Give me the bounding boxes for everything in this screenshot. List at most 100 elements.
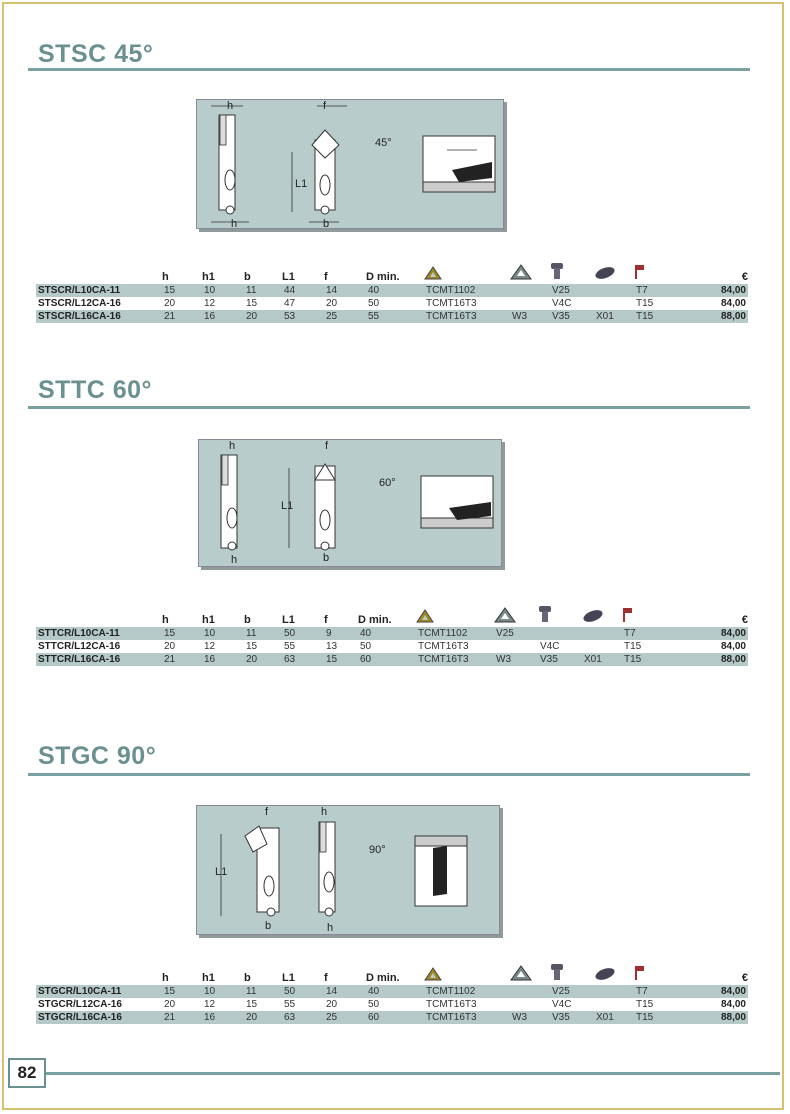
- tool-diagram-stsc: 45° h h f b L1: [196, 99, 504, 230]
- table-cell: STGCR/L10CA-11: [36, 985, 162, 998]
- table-cell: 63: [282, 1011, 324, 1024]
- table-cell: TCMT16T3: [424, 1011, 510, 1024]
- table-cell: TCMT16T3: [426, 298, 477, 309]
- table-cell: STGCR/L12CA-16: [38, 999, 122, 1010]
- table-cell: STSCR/L16CA-16: [36, 310, 162, 323]
- table-cell: T15: [634, 1011, 674, 1024]
- table-cell: W3: [494, 653, 538, 666]
- table-cell: STTCR/L10CA-11: [36, 627, 162, 640]
- table-cell: 88,00: [674, 310, 748, 323]
- table-cell: 12: [204, 298, 216, 309]
- table-cell: 20: [244, 653, 282, 666]
- header-l1: L1: [282, 271, 295, 283]
- shim-screw-icon: [582, 609, 604, 626]
- table-cell: TCMT1102: [424, 985, 510, 998]
- dim-label-h: h: [327, 922, 334, 934]
- table-cell: 14: [324, 284, 366, 297]
- table-cell: 13: [326, 641, 338, 652]
- table-cell: 11: [244, 985, 282, 998]
- dim-label-h: h: [227, 100, 234, 112]
- key-flag-icon: [634, 965, 646, 984]
- screw-icon: [538, 605, 552, 626]
- table-cell: 44: [282, 284, 324, 297]
- dim-label-l1: L1: [215, 866, 228, 878]
- header-l1: L1: [282, 972, 295, 984]
- table-cell: T15: [636, 298, 654, 309]
- table-cell: 84,00: [674, 284, 748, 297]
- header-b: b: [244, 972, 251, 984]
- header-currency: €: [741, 271, 748, 283]
- table-cell: 10: [202, 985, 244, 998]
- header-dmin: D min.: [366, 271, 400, 283]
- section-title-stgc: STGC 90°: [38, 742, 157, 770]
- table-cell: [582, 627, 622, 640]
- table-cell: STSCR/L10CA-11: [36, 284, 162, 297]
- table-cell: STTCR/L16CA-16: [36, 653, 162, 666]
- table-header-row: h h1 b L1 f D min. €: [36, 963, 748, 985]
- section-rule: [28, 773, 750, 776]
- table-cell: V25: [494, 627, 538, 640]
- table-cell: TCMT16T3: [426, 999, 477, 1010]
- header-dmin: D min.: [358, 614, 392, 626]
- table-cell: 12: [204, 641, 216, 652]
- table-cell: W3: [510, 310, 550, 323]
- header-b: b: [244, 271, 251, 283]
- table-cell: [594, 985, 634, 998]
- table-cell: V4C: [552, 298, 572, 309]
- section-title-sttc: STTC 60°: [38, 376, 153, 404]
- table-cell: 50: [282, 627, 324, 640]
- table-cell: [582, 640, 622, 653]
- table-cell: 21: [162, 653, 202, 666]
- screw-icon: [550, 963, 564, 984]
- table-cell: 20: [164, 641, 176, 652]
- table-cell: 50: [368, 999, 380, 1010]
- header-h: h: [162, 271, 169, 283]
- table-cell: V4C: [540, 641, 560, 652]
- table-cell: X01: [594, 1011, 634, 1024]
- table-cell: STGCR/L16CA-16: [36, 1011, 162, 1024]
- table-cell: 20: [244, 1011, 282, 1024]
- table-cell: [510, 998, 550, 1011]
- table-cell: TCMT16T3: [418, 641, 469, 652]
- table-cell: V35: [550, 1011, 594, 1024]
- table-cell: [510, 985, 550, 998]
- insert-triangle-silver-icon: [510, 965, 532, 984]
- table-cell: T7: [622, 627, 662, 640]
- table-cell: 84,00: [720, 298, 746, 309]
- table-cell: 40: [358, 627, 416, 640]
- table-cell: 11: [244, 627, 282, 640]
- table-cell: W3: [510, 1011, 550, 1024]
- section-rule: [28, 68, 750, 71]
- table-cell: T15: [636, 999, 654, 1010]
- table-cell: 84,00: [720, 999, 746, 1010]
- table-cell: 20: [164, 999, 176, 1010]
- table-cell: 12: [204, 999, 216, 1010]
- angle-label: 60°: [379, 477, 396, 489]
- table-cell: 60: [358, 653, 416, 666]
- table-cell: 40: [366, 985, 424, 998]
- table-cell: 55: [366, 310, 424, 323]
- table-cell: V4C: [552, 999, 572, 1010]
- header-b: b: [244, 614, 251, 626]
- tool-diagram-stgc: 90° f b h h L1: [196, 805, 500, 935]
- table-cell: 50: [360, 641, 372, 652]
- table-cell: 53: [282, 310, 324, 323]
- table-cell: 16: [202, 310, 244, 323]
- dim-label-b: b: [265, 920, 272, 932]
- table-cell: 15: [162, 284, 202, 297]
- header-currency: €: [741, 972, 748, 984]
- table-cell: 15: [162, 627, 202, 640]
- section-title-stsc: STSC 45°: [38, 40, 154, 68]
- table-cell: 20: [244, 310, 282, 323]
- table-cell: 10: [202, 284, 244, 297]
- table-cell: TCMT1102: [416, 627, 494, 640]
- table-cell: T7: [634, 284, 674, 297]
